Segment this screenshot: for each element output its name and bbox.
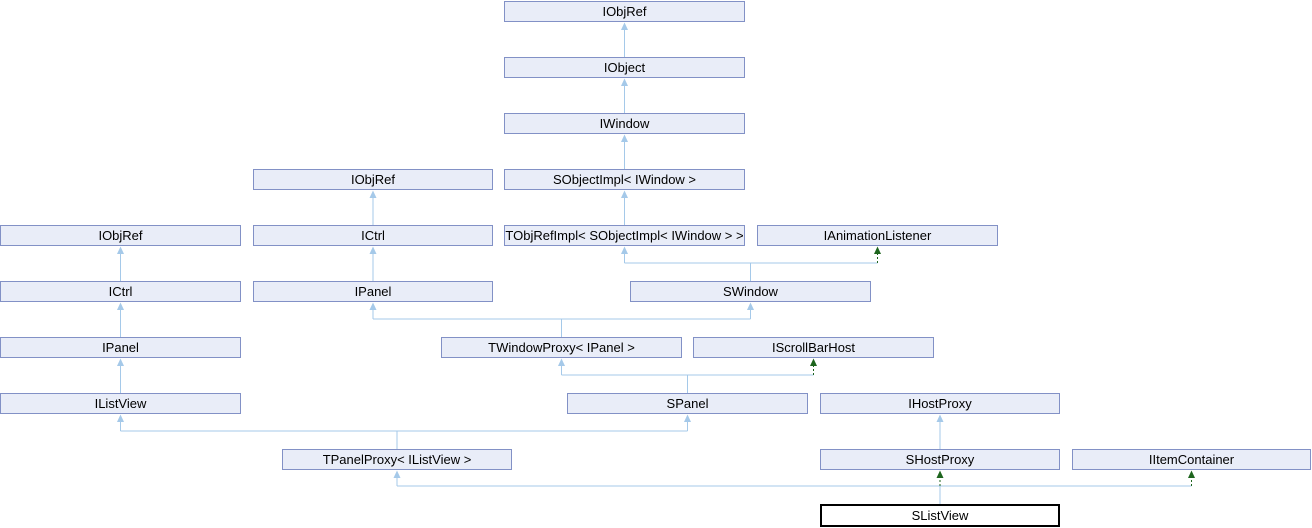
arrowhead-icon (874, 246, 881, 254)
arrowhead-icon (117, 414, 124, 422)
edges-from-spanel (558, 358, 817, 393)
edges-from-c-sobjectimpl (621, 134, 628, 169)
class-node-iscrollbarhost[interactable]: IScrollBarHost (693, 337, 934, 358)
class-node-a-ilistview[interactable]: IListView (0, 393, 241, 414)
arrowhead-icon (558, 358, 565, 366)
arrowhead-icon (936, 470, 944, 478)
arrowhead-icon (369, 190, 377, 198)
arrowhead-icon (1188, 470, 1195, 478)
edges-from-c-iobject (621, 22, 628, 57)
arrowhead-icon (117, 302, 124, 310)
arrowhead-icon (117, 246, 124, 254)
arrowhead-icon (393, 470, 401, 478)
arrowhead-icon (369, 246, 377, 254)
class-node-d-ianimationlistener[interactable]: IAnimationListener (757, 225, 998, 246)
edges-from-slistview (393, 470, 1195, 504)
arrowhead-icon (621, 78, 628, 86)
arrowhead-icon (621, 22, 628, 30)
edges-from-swindow (621, 246, 881, 281)
class-node-spanel[interactable]: SPanel (567, 393, 808, 414)
class-node-shostproxy[interactable]: SHostProxy (820, 449, 1060, 470)
arrowhead-icon (621, 134, 628, 142)
arrowhead-icon (117, 358, 124, 366)
class-node-a-ipanel[interactable]: IPanel (0, 337, 241, 358)
class-node-swindow[interactable]: SWindow (630, 281, 871, 302)
class-node-b-ipanel[interactable]: IPanel (253, 281, 493, 302)
class-node-c-sobjectimpl[interactable]: SObjectImpl< IWindow > (504, 169, 745, 190)
class-node-iitemcontainer[interactable]: IItemContainer (1072, 449, 1311, 470)
edges-from-twindowproxy (369, 302, 754, 337)
edges-from-b-ictrl (369, 190, 377, 225)
edges-from-b-ipanel (369, 246, 377, 281)
edges-from-c-tobjrefimpl (621, 190, 628, 225)
edges-from-c-iwindow (621, 78, 628, 113)
class-node-twindowproxy[interactable]: TWindowProxy< IPanel > (441, 337, 682, 358)
arrowhead-icon (621, 246, 628, 254)
class-node-c-iobjref[interactable]: IObjRef (504, 1, 745, 22)
class-node-a-ictrl[interactable]: ICtrl (0, 281, 241, 302)
class-node-tpanelproxy[interactable]: TPanelProxy< IListView > (282, 449, 512, 470)
class-node-ihostproxy[interactable]: IHostProxy (820, 393, 1060, 414)
arrowhead-icon (684, 414, 691, 422)
class-node-c-iwindow[interactable]: IWindow (504, 113, 745, 134)
class-node-a-iobjref[interactable]: IObjRef (0, 225, 241, 246)
edges-from-a-ilistview (117, 358, 124, 393)
class-node-slistview: SListView (820, 504, 1060, 527)
arrowhead-icon (369, 302, 377, 310)
class-node-b-iobjref[interactable]: IObjRef (253, 169, 493, 190)
class-node-b-ictrl[interactable]: ICtrl (253, 225, 493, 246)
edges-from-tpanelproxy (117, 414, 691, 449)
arrowhead-icon (936, 414, 944, 422)
arrowhead-icon (621, 190, 628, 198)
edges-from-shostproxy (936, 414, 944, 449)
arrowhead-icon (747, 302, 754, 310)
class-node-c-tobjrefimpl[interactable]: TObjRefImpl< SObjectImpl< IWindow > > (504, 225, 745, 246)
class-node-c-iobject[interactable]: IObject (504, 57, 745, 78)
edges-from-a-ipanel (117, 302, 124, 337)
arrowhead-icon (810, 358, 817, 366)
edges-from-a-ictrl (117, 246, 124, 281)
